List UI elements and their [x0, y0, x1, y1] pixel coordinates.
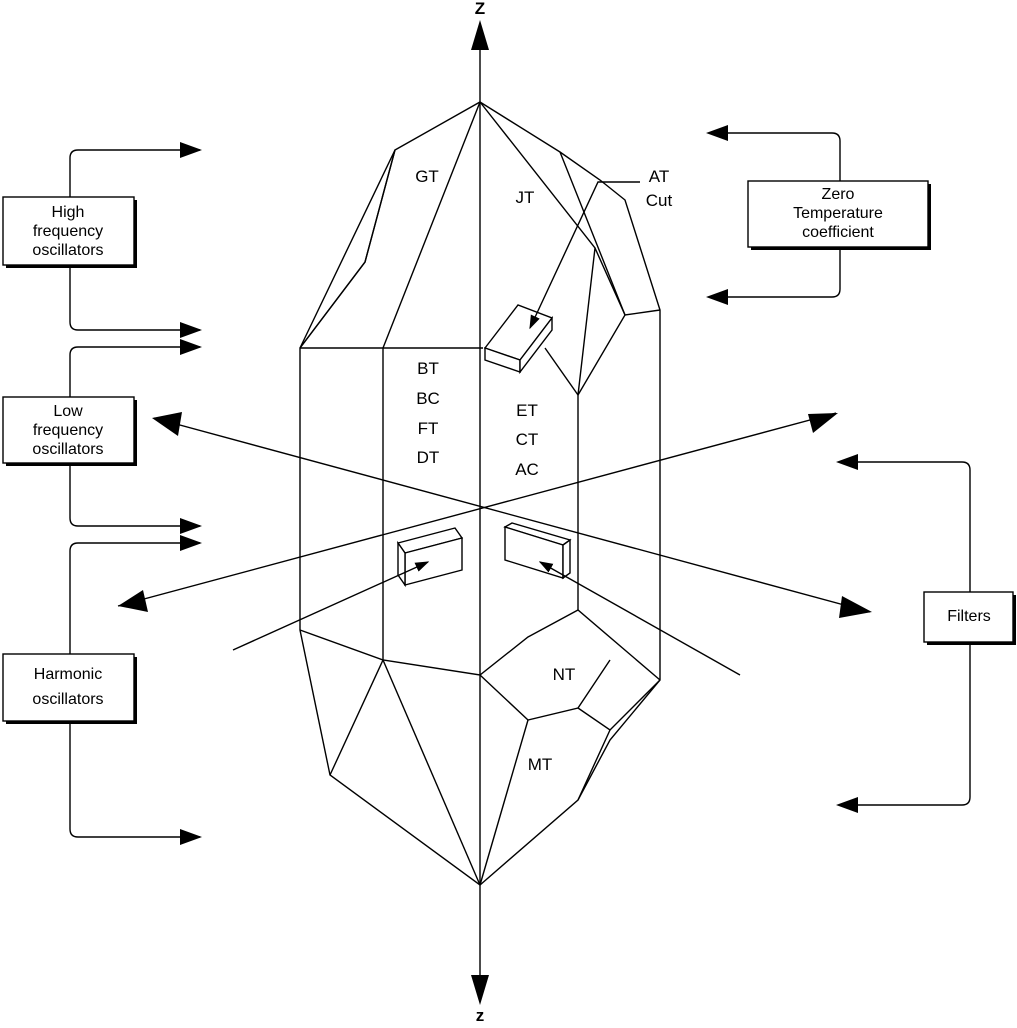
cross-arrow-ul-lr — [153, 417, 871, 613]
box-high-frequency-line2: frequency — [33, 223, 103, 240]
crystal-bottom-facet-left — [329, 659, 384, 776]
arrowhead-filters-bottom — [836, 797, 858, 813]
box-zero-temp-line2: Temperature — [793, 205, 883, 222]
box-high-frequency-line3: oscillators — [32, 242, 103, 259]
cut-labels: GT JT AT Cut BT BC FT DT ET CT AC NT MT — [415, 167, 672, 774]
arrowhead-zt-bottom — [706, 289, 728, 305]
crystal-bottom-facet-left2 — [382, 659, 481, 886]
arrowhead-lf-top — [180, 339, 202, 355]
box-high-frequency-oscillators: High frequency oscillators — [2, 196, 137, 268]
crystal-top-facet-gt — [382, 101, 481, 349]
box-high-frequency-line1: High — [52, 204, 85, 221]
box-filters: Filters — [923, 591, 1016, 645]
crystal-bottom-facet-nt — [479, 659, 611, 721]
label-dt: DT — [417, 448, 440, 467]
crystal-bottom-facet-mt2 — [577, 729, 611, 801]
crystal-top-facet-ridge-left — [299, 149, 396, 349]
label-jt: JT — [516, 188, 535, 207]
plate-pointers — [232, 181, 741, 676]
arrowhead-hf-bottom — [180, 322, 202, 338]
box-low-frequency-line3: oscillators — [32, 441, 103, 458]
crystal-bottom-band — [299, 609, 661, 681]
box-harmonic-line2: oscillators — [32, 691, 103, 708]
arrowhead-harm-bottom — [180, 829, 202, 845]
cross-arrow-ll-ur — [117, 412, 837, 607]
left-cut-plate — [396, 527, 464, 588]
label-mt: MT — [528, 755, 553, 774]
label-ft: FT — [418, 419, 439, 438]
arrowhead-harm-top — [180, 535, 202, 551]
box-filters-label: Filters — [947, 608, 991, 625]
label-gt: GT — [415, 167, 439, 186]
label-bc: BC — [416, 389, 440, 408]
arrowhead-upper-right — [808, 413, 838, 433]
right-plate-pointer — [538, 561, 741, 676]
z-axis-arrow-down — [471, 975, 489, 1005]
box-zero-temperature-coefficient: Zero Temperature coefficient — [747, 180, 931, 250]
arrowhead-lower-right — [839, 596, 872, 618]
label-ct: CT — [516, 430, 539, 449]
at-cut-pointer — [529, 181, 640, 330]
box-low-frequency-line1: Low — [53, 403, 83, 420]
arrowhead-hf-top — [180, 142, 202, 158]
box-harmonic-oscillators: Harmonic oscillators — [2, 653, 137, 724]
arrowhead-lf-bottom — [180, 518, 202, 534]
label-at-cut: Cut — [646, 191, 673, 210]
left-plate-pointer — [232, 561, 430, 651]
prism-right-shoulder — [544, 347, 579, 396]
z-axis-bottom-label: z — [476, 1006, 485, 1023]
box-low-frequency-oscillators: Low frequency oscillators — [2, 396, 137, 466]
box-zero-temp-line1: Zero — [822, 186, 855, 203]
z-axis: Z z — [471, 0, 489, 1025]
crystal-top-facet-left — [299, 149, 396, 349]
cross-arrows — [117, 412, 872, 618]
label-nt: NT — [553, 665, 576, 684]
label-at: AT — [649, 167, 669, 186]
label-ac: AC — [515, 460, 539, 479]
arrowhead-upper-left — [152, 412, 182, 436]
z-axis-top-label: Z — [475, 0, 485, 18]
arrowhead-lower-left — [118, 590, 148, 612]
crystal-bottom-facet-mt — [479, 719, 529, 886]
label-bt: BT — [417, 359, 439, 378]
arrowhead-filters-top — [836, 454, 858, 470]
box-harmonic-line1: Harmonic — [34, 666, 102, 683]
z-axis-arrow-up — [471, 20, 489, 50]
box-zero-temp-line3: coefficient — [802, 224, 874, 241]
crystal-top-facet-right-inner — [577, 247, 626, 396]
label-et: ET — [516, 401, 538, 420]
arrowhead-zt-top — [706, 125, 728, 141]
box-low-frequency-line2: frequency — [33, 422, 103, 439]
